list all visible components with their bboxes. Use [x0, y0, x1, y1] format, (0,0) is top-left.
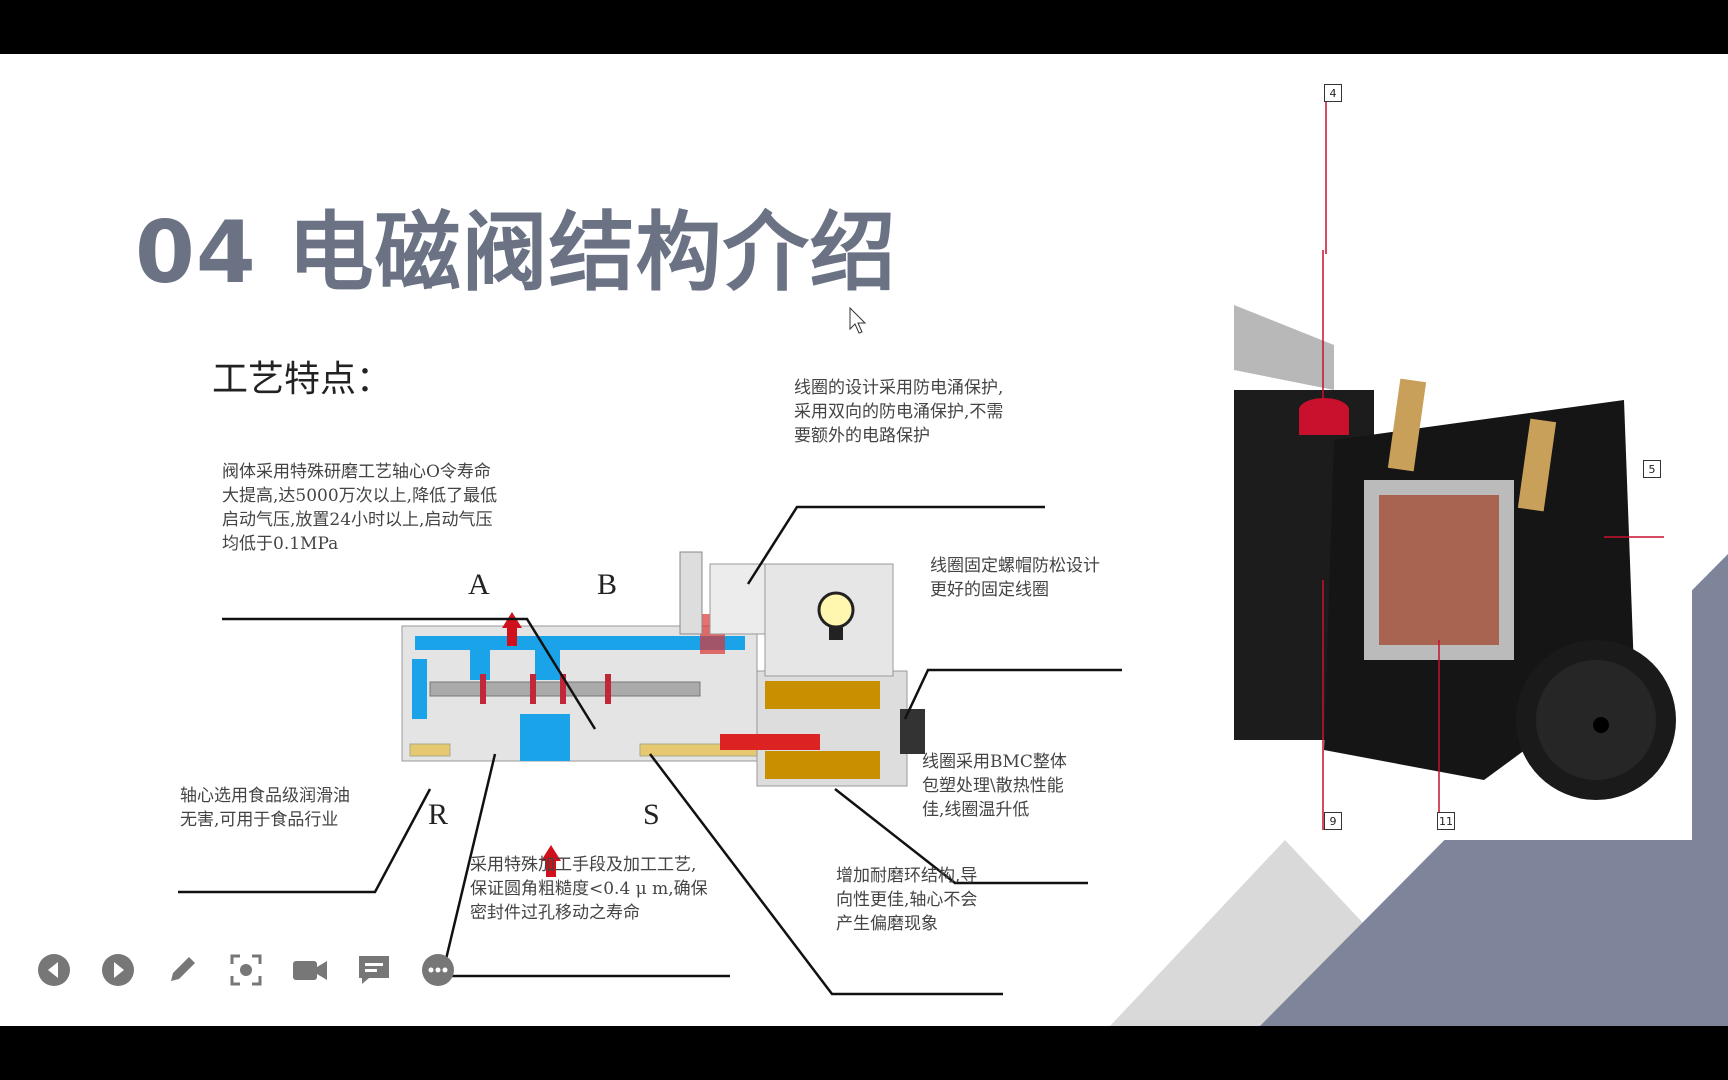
- more-icon: [422, 954, 454, 986]
- pen-button[interactable]: [164, 952, 200, 988]
- note-bmc-coil: 线圈采用BMC整体 包塑处理\散热性能 佳,线圈温升低: [922, 752, 1067, 820]
- previous-slide-button[interactable]: [36, 952, 72, 988]
- solenoid-photo: [1234, 250, 1692, 840]
- photo-tag-11: 11: [1437, 812, 1455, 830]
- note-valve-body: 阀体采用特殊研磨工艺轴心O令寿命 大提高,达5000万次以上,降低了最低 启动气…: [222, 462, 498, 554]
- more-button[interactable]: [420, 952, 456, 988]
- port-a-label: A: [468, 568, 490, 601]
- page-title: 04 电磁阀结构介绍: [135, 203, 897, 303]
- comment-icon: [359, 956, 389, 984]
- solenoid-coil: [679, 551, 925, 787]
- screenshot-icon: [230, 954, 262, 986]
- leader-lines: [178, 505, 1122, 996]
- photo-tag-4: 4: [1324, 84, 1342, 102]
- next-slide-button[interactable]: [100, 952, 136, 988]
- comment-button[interactable]: [356, 952, 392, 988]
- photo-tag-5: 5: [1643, 460, 1661, 478]
- valve-body: [401, 614, 761, 762]
- port-s-label: S: [643, 798, 660, 831]
- mouse-cursor-icon: [849, 307, 867, 334]
- note-lubricant: 轴心选用食品级润滑油 无害,可用于食品行业: [180, 786, 350, 830]
- port-r-label: R: [428, 798, 449, 831]
- next-icon: [102, 954, 134, 986]
- lightbulb-icon: [817, 591, 855, 629]
- note-coil-surge: 线圈的设计采用防电涌保护, 采用双向的防电涌保护,不需 要额外的电路保护: [794, 378, 1004, 446]
- section-subtitle: 工艺特点：: [212, 359, 393, 400]
- slide: 04 电磁阀结构介绍 工艺特点：: [0, 54, 1728, 1026]
- photo-tag-9: 9: [1324, 812, 1342, 830]
- port-b-label: B: [597, 568, 618, 601]
- camera-button[interactable]: [292, 952, 328, 988]
- valve-diagram: [178, 505, 1122, 996]
- pen-icon: [171, 957, 195, 981]
- screenshot-button[interactable]: [228, 952, 264, 988]
- presentation-toolbar: [36, 952, 456, 988]
- previous-icon: [38, 954, 70, 986]
- camera-icon: [293, 961, 327, 980]
- note-wear-ring: 增加耐磨环结构,导 向性更佳,轴心不会 产生偏磨现象: [836, 866, 978, 934]
- note-machining: 采用特殊加工手段及加工工艺, 保证圆角粗糙度<0.4 μ m,确保 密封件过孔移…: [470, 855, 708, 923]
- note-coil-nut: 线圈固定螺帽防松设计 更好的固定线圈: [930, 556, 1100, 600]
